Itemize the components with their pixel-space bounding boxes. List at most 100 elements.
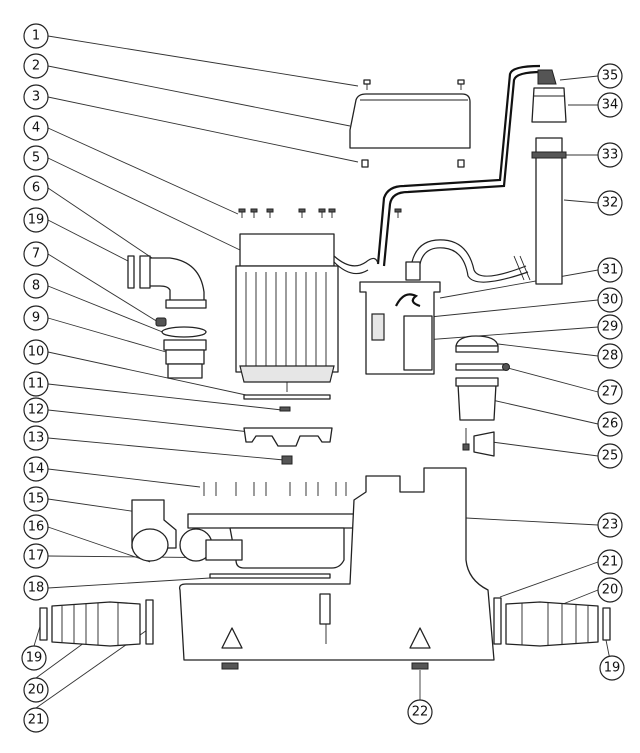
leader-8 [47,285,171,336]
callout-27: 27 [597,379,623,405]
callout-20-left: 20 [23,677,49,703]
svg-text:17: 17 [28,549,45,564]
float-ring [455,363,505,371]
callout-33: 33 [597,142,623,168]
power-plug [537,69,557,85]
control-box [359,261,441,375]
callout-7: 7 [23,241,49,267]
callout-21-left: 21 [23,707,49,733]
svg-text:5: 5 [32,151,40,166]
svg-text:15: 15 [28,492,45,507]
base-foot-left [221,662,239,670]
svg-text:19: 19 [604,661,621,676]
leader-3 [47,96,359,163]
callout-15: 15 [23,486,49,512]
callout-31: 31 [597,257,623,283]
leader-10 [47,351,247,396]
callout-9: 9 [23,305,49,331]
callout-34: 34 [597,92,623,118]
leader-15 [47,498,139,513]
o-ring-7 [155,317,167,327]
leader-20a [35,639,89,679]
leader-5 [47,157,241,251]
leader-4 [47,127,239,215]
callout-25: 25 [597,443,623,469]
svg-text:4: 4 [32,121,40,136]
motor-gasket [243,394,331,400]
pump-housing [187,513,355,569]
top-cover [349,93,471,149]
callout-12: 12 [23,397,49,423]
check-valve-coupling [163,339,207,379]
svg-text:35: 35 [602,69,619,84]
leader-19a [47,219,131,263]
o-ring-8 [161,326,207,338]
callout-29: 29 [597,314,623,340]
callout-19-lower-left: 19 [21,645,47,671]
float-hose [411,239,527,277]
leader-11 [47,383,283,411]
leader-31 [439,269,599,299]
hose-pin-upper [127,255,135,289]
hose-coupling-left [51,601,141,647]
svg-text:29: 29 [602,320,619,335]
callout-35: 35 [597,63,623,89]
leader-13 [47,437,285,461]
base-gasket [209,573,331,579]
svg-text:10: 10 [28,345,45,360]
leader-27 [507,367,599,393]
base-foot-22 [411,662,429,670]
callout-5: 5 [23,145,49,171]
svg-text:19: 19 [26,651,43,666]
tube-clamp [531,151,567,159]
callout-4: 4 [23,115,49,141]
svg-text:18: 18 [28,581,45,596]
svg-text:33: 33 [602,148,619,163]
callout-8: 8 [23,273,49,299]
svg-text:31: 31 [602,263,619,278]
callout-22: 22 [407,699,433,725]
callout-30: 30 [597,287,623,313]
svg-text:11: 11 [28,377,45,392]
callout-11: 11 [23,371,49,397]
svg-text:20: 20 [28,683,45,698]
leader-23 [465,517,599,526]
impeller-nut [281,455,293,465]
callout-1: 1 [23,23,49,49]
callout-17: 17 [23,543,49,569]
hose-coupling-right [505,601,599,647]
top-cover-screws [363,79,465,90]
svg-text:16: 16 [28,520,45,535]
float-switch [473,431,495,457]
callout-2: 2 [23,53,49,79]
svg-text:25: 25 [602,449,619,464]
impeller [243,427,333,447]
leader-21b [499,561,599,598]
callout-16: 16 [23,514,49,540]
svg-text:8: 8 [32,279,40,294]
callout-13: 13 [23,425,49,451]
seal-11 [279,406,291,412]
hose-clamp-a [131,528,169,562]
power-cable [376,64,541,265]
callout-20-right: 20 [597,577,623,603]
callout-28: 28 [597,343,623,369]
svg-text:12: 12 [28,403,45,418]
leader-9 [47,317,167,353]
svg-text:26: 26 [602,417,619,432]
callout-21-right: 21 [597,549,623,575]
svg-text:27: 27 [602,385,619,400]
callout-6: 6 [23,175,49,201]
base-screws [203,482,347,496]
svg-text:19: 19 [28,213,45,228]
svg-text:21: 21 [28,713,45,728]
svg-text:6: 6 [32,181,40,196]
svg-text:13: 13 [28,431,45,446]
vent-cap [531,87,567,123]
callout-26: 26 [597,411,623,437]
tank-base [178,467,495,661]
leader-2 [47,65,351,127]
leader-7 [47,253,159,323]
callout-23: 23 [597,512,623,538]
outlet-elbow [141,257,205,303]
